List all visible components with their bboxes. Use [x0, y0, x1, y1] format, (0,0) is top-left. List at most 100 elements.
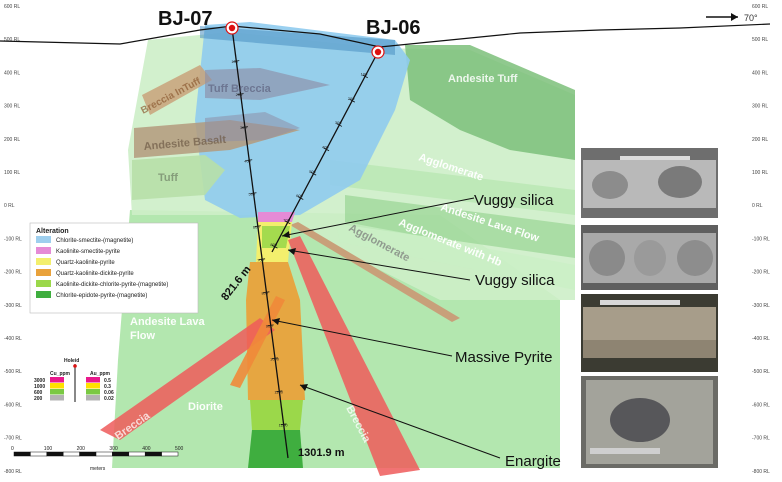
- scale-segment: [128, 451, 146, 457]
- rl-label-right: 100 RL: [752, 170, 768, 176]
- rl-label-left: -300 RL: [4, 303, 22, 309]
- depth-tick: [362, 74, 368, 79]
- cu-swatch: [50, 389, 64, 395]
- depth-tick-label: 700: [283, 218, 290, 223]
- depth-tick: [310, 171, 317, 176]
- rl-label-left: 0 RL: [4, 203, 15, 209]
- holeid-label: Holeid: [64, 358, 79, 364]
- depth-tick-label: 200: [348, 96, 355, 101]
- depth-tick: [323, 147, 330, 152]
- au-value: 0.06: [104, 390, 114, 396]
- depth-tick-label: 800: [270, 242, 277, 247]
- depth-tick: [259, 258, 266, 260]
- rl-label-right: -500 RL: [752, 369, 770, 375]
- legend-swatch: [36, 291, 51, 298]
- cu-swatch: [50, 377, 64, 383]
- alteration-kaolinite-dickite-2: [250, 400, 303, 430]
- diorite-dyke: [230, 296, 285, 388]
- scale-segment: [144, 451, 162, 457]
- tuff-lens-2: [205, 112, 300, 142]
- depth-tick-label: 400: [244, 158, 251, 163]
- alteration-legend: Alteration Chlorite-smectite-(magnetite)…: [29, 222, 199, 314]
- alteration-quartz-kaolinite-dickite: [246, 262, 305, 400]
- depth-tick-label: 100: [231, 59, 238, 64]
- breccia-dyke-left: [100, 318, 275, 440]
- rl-label-left: -600 RL: [4, 402, 22, 408]
- rl-label-left: -400 RL: [4, 336, 22, 342]
- bj07-label: BJ-07: [158, 8, 212, 30]
- cu-value: 3000: [34, 378, 45, 384]
- au-swatch: [86, 383, 100, 389]
- alteration-chlorite-epidote: [248, 430, 303, 468]
- andesite-tuff-unit: [405, 45, 575, 160]
- au-swatch: [86, 395, 100, 401]
- label-diorite: Diorite: [188, 401, 223, 413]
- scale-segment: [30, 451, 48, 457]
- scale-tick-label: 100: [44, 446, 53, 452]
- scale-tick-label: 500: [175, 446, 184, 452]
- bj06-collar-dot-icon: [374, 48, 382, 56]
- annotation-vuggy-silica-2: Vuggy silica: [475, 272, 555, 289]
- depth-tick: [254, 225, 261, 227]
- rl-label-left: -100 RL: [4, 236, 22, 242]
- bj06-label: BJ-06: [366, 17, 420, 39]
- geology-units: [100, 22, 575, 476]
- surface-cap-unit: [200, 26, 395, 55]
- rl-label-left: 200 RL: [4, 137, 20, 143]
- scale-tick-label: 0: [11, 446, 14, 452]
- scale-tick-label: 300: [109, 446, 118, 452]
- depth-tick: [276, 390, 283, 393]
- scale-segment: [112, 451, 130, 457]
- depth-tick-label: 900: [266, 323, 273, 328]
- depth-tick-label: 700: [257, 257, 264, 262]
- au-label: Au_ppm: [90, 371, 111, 377]
- scale-segment: [161, 451, 179, 457]
- rl-label-left: -200 RL: [4, 270, 22, 276]
- bj07-collar-dot-icon: [228, 24, 236, 32]
- bj07-end-depth: 1301.9 m: [298, 447, 345, 459]
- depth-tick: [263, 291, 270, 293]
- scale-segment: [46, 451, 64, 457]
- rl-label-right: 600 RL: [752, 4, 768, 10]
- depth-tick: [237, 93, 244, 95]
- legend-swatch: [36, 236, 51, 243]
- depth-tick-label: 600: [253, 224, 260, 229]
- scale-segment: [13, 451, 31, 457]
- depth-tick: [336, 123, 343, 127]
- core-photo-massive-pyrite: [581, 294, 718, 372]
- depth-tick-label: 500: [309, 169, 316, 174]
- massive-pyrite-leader: [271, 319, 453, 357]
- rl-label-right: 200 RL: [752, 137, 768, 143]
- au-value: 0.5: [104, 378, 111, 384]
- rl-label-left: 600 RL: [4, 4, 20, 10]
- tuff-lens-1: [205, 68, 330, 100]
- depth-tick: [297, 196, 304, 200]
- label-andesite-lava-2: Flow: [130, 330, 155, 342]
- rl-label-left: 100 RL: [4, 170, 20, 176]
- depth-tick-label: 400: [322, 145, 329, 150]
- legend-swatch: [36, 258, 51, 265]
- label-andesite-tuff: Andesite Tuff: [448, 73, 518, 85]
- legend-item-label: Chlorite-smectite-(magnetite): [56, 238, 133, 244]
- legend-item-label: Chlorite-epidote-pyrite-(magnetite): [56, 293, 147, 299]
- breccia-in-tuff-unit: [142, 65, 212, 115]
- legend-swatch: [36, 280, 51, 287]
- rl-label-left: 300 RL: [4, 104, 20, 110]
- depth-tick-label: 500: [249, 191, 256, 196]
- rl-label-left: -700 RL: [4, 436, 22, 442]
- depth-tick-label: 600: [296, 193, 303, 198]
- au-value: 0.02: [104, 396, 114, 402]
- depth-tick: [250, 192, 257, 194]
- scale-tick-label: 400: [142, 446, 151, 452]
- rl-label-right: -700 RL: [752, 436, 770, 442]
- depth-tick: [280, 423, 287, 426]
- drillhole-bj07: 100200300400500600700800900100011001200 …: [158, 8, 345, 459]
- depth-tick: [233, 60, 240, 62]
- rl-label-right: 500 RL: [752, 37, 768, 43]
- rl-label-left: -800 RL: [4, 469, 22, 475]
